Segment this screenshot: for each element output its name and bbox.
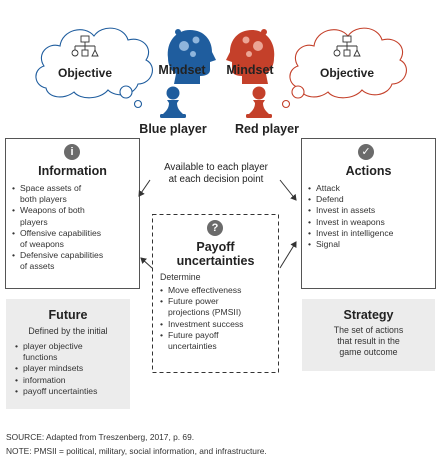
- actions-list: Attack Defend Invest in assets Invest in…: [308, 183, 432, 250]
- blue-objective-label: Objective: [57, 66, 113, 80]
- red-pawn-icon: [246, 86, 272, 118]
- information-list: Space assets of both players Weapons of …: [12, 183, 136, 273]
- red-player-label: Red player: [235, 122, 299, 136]
- org-chart-icon: [333, 35, 361, 57]
- list-item-text: projections (PMSII): [168, 307, 242, 318]
- red-objective-cloud: [281, 27, 407, 109]
- blue-pawn-icon: [160, 86, 186, 118]
- list-item: Attack: [308, 183, 432, 194]
- red-mindset-label: Mindset: [226, 63, 274, 77]
- list-item-continued: uncertainties: [160, 341, 276, 352]
- list-item-continued: both players: [12, 194, 136, 205]
- payoff-list: Move effectiveness Future power projecti…: [160, 285, 276, 352]
- connector-arrows: [138, 179, 297, 269]
- abbreviation-note: NOTE: PMSII = political, military, socia…: [6, 446, 267, 456]
- list-item-continued: of assets: [12, 261, 136, 272]
- strategy-line3: game outcome: [339, 347, 398, 358]
- blue-objective-cloud: [35, 27, 153, 109]
- list-item: Invest in assets: [308, 205, 432, 216]
- available-line1: Available to each player: [164, 162, 268, 173]
- list-item: Invest in weapons: [308, 217, 432, 228]
- list-item: Weapons of both: [12, 205, 136, 216]
- list-item: information: [15, 375, 127, 386]
- org-chart-icon: [71, 35, 99, 57]
- list-item: Defensive capabilities: [12, 250, 136, 261]
- actions-box: ✓ Actions Attack Defend Invest in assets…: [302, 139, 435, 288]
- red-objective-label: Objective: [319, 66, 375, 80]
- strategy-description: The set of actions that result in the ga…: [302, 325, 435, 359]
- available-note: Available to each player at each decisio…: [150, 162, 282, 186]
- blue-mindset-label: Mindset: [158, 63, 206, 77]
- list-item-text: of assets: [20, 261, 55, 272]
- payoff-title-line2: uncertainties: [176, 254, 255, 268]
- list-item: Invest in intelligence: [308, 228, 432, 239]
- list-item: Future power: [160, 296, 276, 307]
- list-item-continued: functions: [15, 352, 127, 363]
- payoff-box: ? Payoff uncertainties Determine Move ef…: [153, 215, 278, 372]
- information-title: Information: [38, 164, 107, 178]
- question-icon: ?: [207, 220, 223, 236]
- list-item: Space assets of: [12, 183, 136, 194]
- available-line2: at each decision point: [168, 174, 264, 185]
- blue-player-label: Blue player: [139, 122, 207, 136]
- list-item-text: functions: [23, 352, 58, 363]
- payoff-title: Payoff uncertainties: [153, 240, 278, 268]
- strategy-line2: that result in the: [337, 336, 400, 347]
- future-intro: Defined by the initial: [28, 326, 108, 336]
- strategy-line1: The set of actions: [333, 325, 404, 335]
- payoff-intro: Determine: [160, 272, 201, 282]
- future-box: Future Defined by the initial player obj…: [6, 299, 130, 409]
- information-box: i Information Space assets of both playe…: [6, 139, 139, 288]
- source-note: SOURCE: Adapted from Treszenberg, 2017, …: [6, 432, 195, 442]
- list-item-text: uncertainties: [168, 341, 217, 352]
- list-item: Move effectiveness: [160, 285, 276, 296]
- list-item: player mindsets: [15, 363, 127, 374]
- list-item-continued: players: [12, 217, 136, 228]
- list-item-text: of weapons: [20, 239, 64, 250]
- actions-title: Actions: [345, 164, 392, 178]
- list-item: player objective: [15, 341, 127, 352]
- checkmark-icon: ✓: [358, 144, 374, 160]
- strategy-title: Strategy: [343, 308, 394, 322]
- strategy-box: Strategy The set of actions that result …: [302, 299, 435, 371]
- info-icon: i: [64, 144, 80, 160]
- red-head-gears-icon: [226, 29, 275, 84]
- list-item: Offensive capabilities: [12, 228, 136, 239]
- blue-head-gears-icon: [167, 29, 216, 84]
- list-item: Defend: [308, 194, 432, 205]
- list-item: Investment success: [160, 319, 276, 330]
- future-title: Future: [48, 308, 88, 322]
- strategy-box-bg: [302, 299, 435, 371]
- list-item-continued: projections (PMSII): [160, 307, 276, 318]
- list-item-text: both players: [20, 194, 67, 205]
- payoff-title-line1: Payoff: [196, 240, 235, 254]
- list-item: payoff uncertainties: [15, 386, 127, 397]
- future-list: player objective functions player mindse…: [15, 341, 127, 397]
- list-item: Future payoff: [160, 330, 276, 341]
- list-item-text: players: [20, 216, 48, 227]
- list-item-continued: of weapons: [12, 239, 136, 250]
- list-item: Signal: [308, 239, 432, 250]
